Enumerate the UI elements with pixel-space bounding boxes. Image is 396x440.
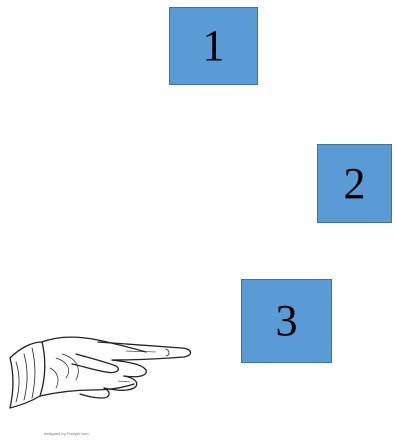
numbered-box-2[interactable]: 2 <box>317 144 392 223</box>
numbered-box-1[interactable]: 1 <box>169 7 258 85</box>
box-label-2: 2 <box>344 162 366 206</box>
pointing-hand-icon <box>6 318 196 416</box>
box-label-3: 3 <box>276 299 298 343</box>
numbered-box-3[interactable]: 3 <box>241 279 332 363</box>
box-label-1: 1 <box>203 24 225 68</box>
illustration-credit: designed by Freepik.com <box>44 431 89 436</box>
